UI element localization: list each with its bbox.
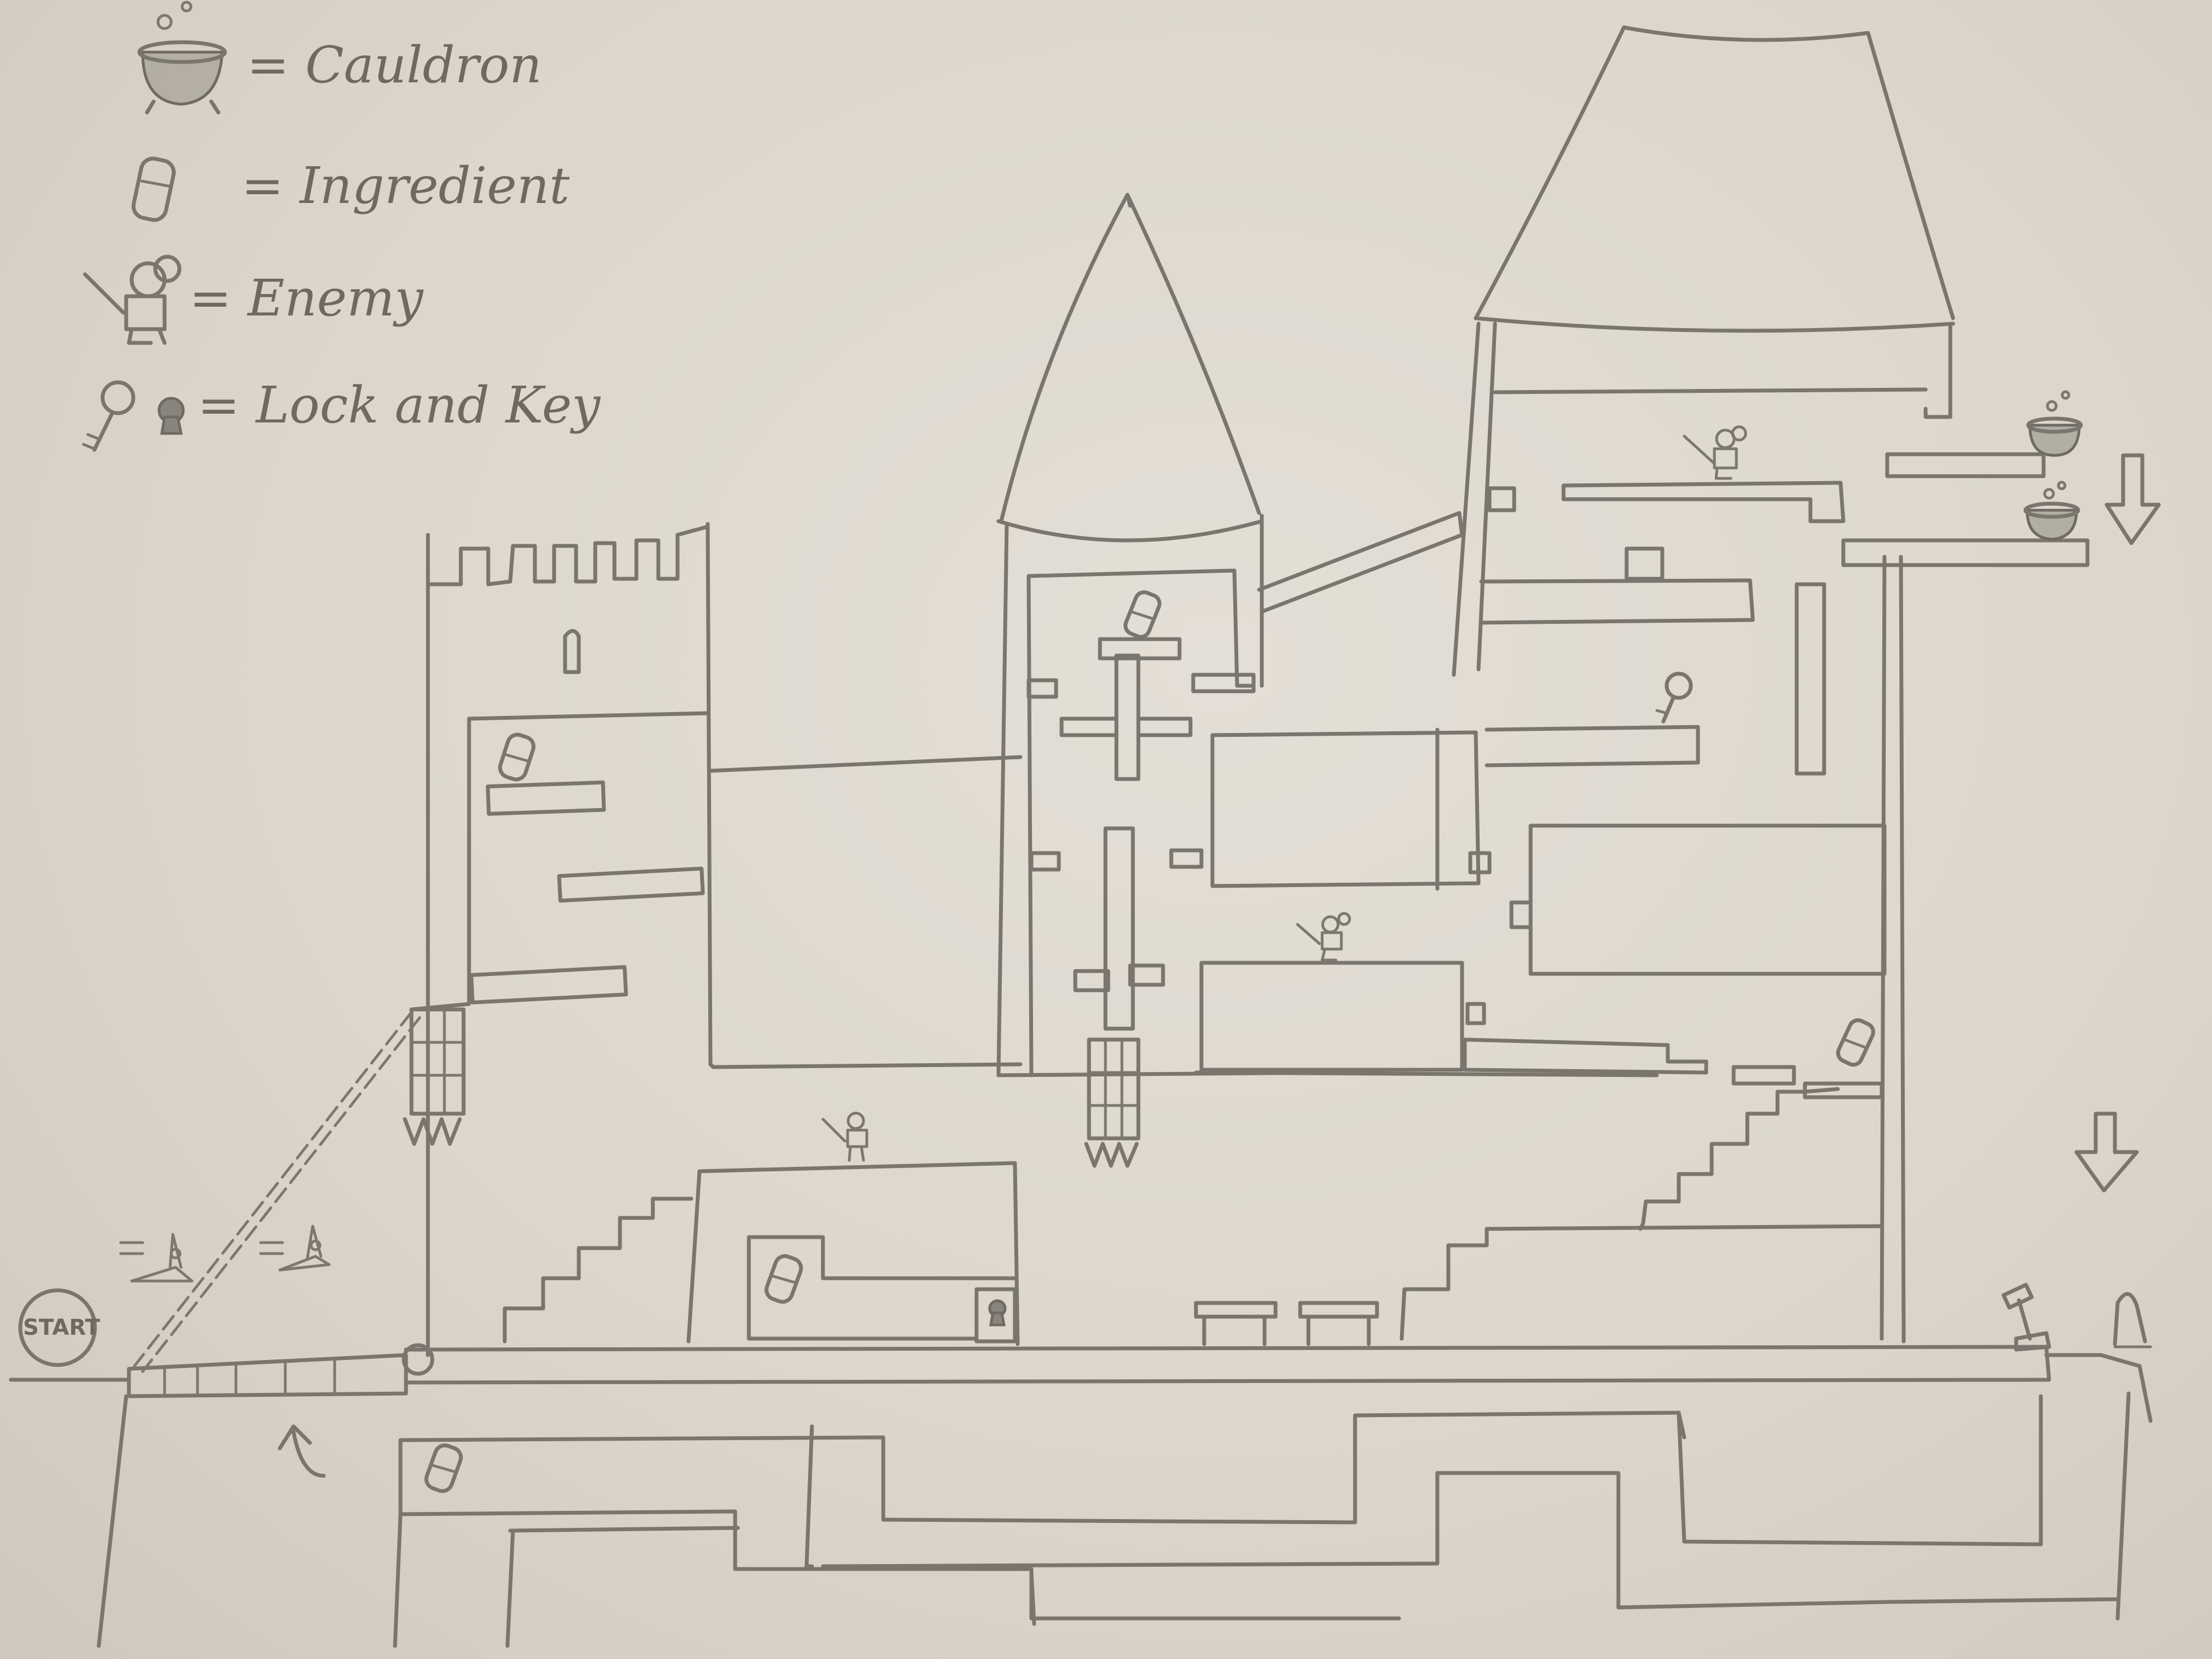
enemy-courtyard (823, 1113, 867, 1160)
lower-courtyard (505, 1163, 1377, 1344)
key-item (1657, 674, 1691, 721)
legend-lock-key-label: = Lock and Key (198, 376, 601, 435)
ingredient-left-tower (498, 732, 536, 782)
drawbridge-chain (134, 1012, 420, 1372)
start-label: START (23, 1315, 100, 1340)
bench-right (1300, 1303, 1377, 1344)
ingredient-basement (424, 1443, 464, 1494)
sky-bridge (1259, 513, 1462, 612)
lever-icon (2004, 1285, 2049, 1350)
inner-courtyard-wall (710, 757, 1020, 1067)
basement-tunnels (395, 1396, 2118, 1646)
enemy-top-right (1684, 427, 1746, 478)
lock-door (990, 1301, 1005, 1325)
exit-door-icon (2115, 1294, 2151, 1347)
ingredient-courtyard (764, 1254, 804, 1305)
start-marker: START (20, 1290, 100, 1365)
down-arrow-lower-icon (2076, 1114, 2137, 1190)
ground-level (11, 1345, 2151, 1646)
legend-enemy-label: = Enemy (189, 269, 424, 328)
left-tower (405, 524, 710, 1355)
cauldron-upper (2028, 392, 2081, 455)
left-portcullis (405, 1009, 464, 1144)
up-arrow-icon (280, 1426, 324, 1476)
legend-ingredient-icon (131, 156, 176, 222)
legend-cauldron-icon (139, 2, 225, 112)
legend: = Cauldron = Ingredient = Enemy = Lock a… (83, 2, 601, 450)
legend-cauldron-label: = Cauldron (247, 36, 542, 94)
ingredient-middle-tower (1123, 590, 1163, 640)
middle-portcullis (1086, 1040, 1138, 1166)
legend-lock-icon (159, 398, 183, 433)
flying-enemy-left (121, 1234, 192, 1281)
middle-tower (998, 195, 1339, 1166)
ingredient-right-stairs (1835, 1017, 1876, 1068)
right-tower (1196, 27, 2087, 1341)
legend-enemy-icon (85, 257, 179, 343)
legend-ingredient-label: = Ingredient (241, 156, 570, 215)
down-arrow-icon (2107, 455, 2159, 543)
flying-enemy-right (261, 1226, 329, 1270)
cauldron-lower (2025, 482, 2078, 539)
legend-key-icon (83, 382, 133, 450)
enemy-mid-right (1297, 913, 1350, 960)
bench-left (1196, 1303, 1276, 1344)
